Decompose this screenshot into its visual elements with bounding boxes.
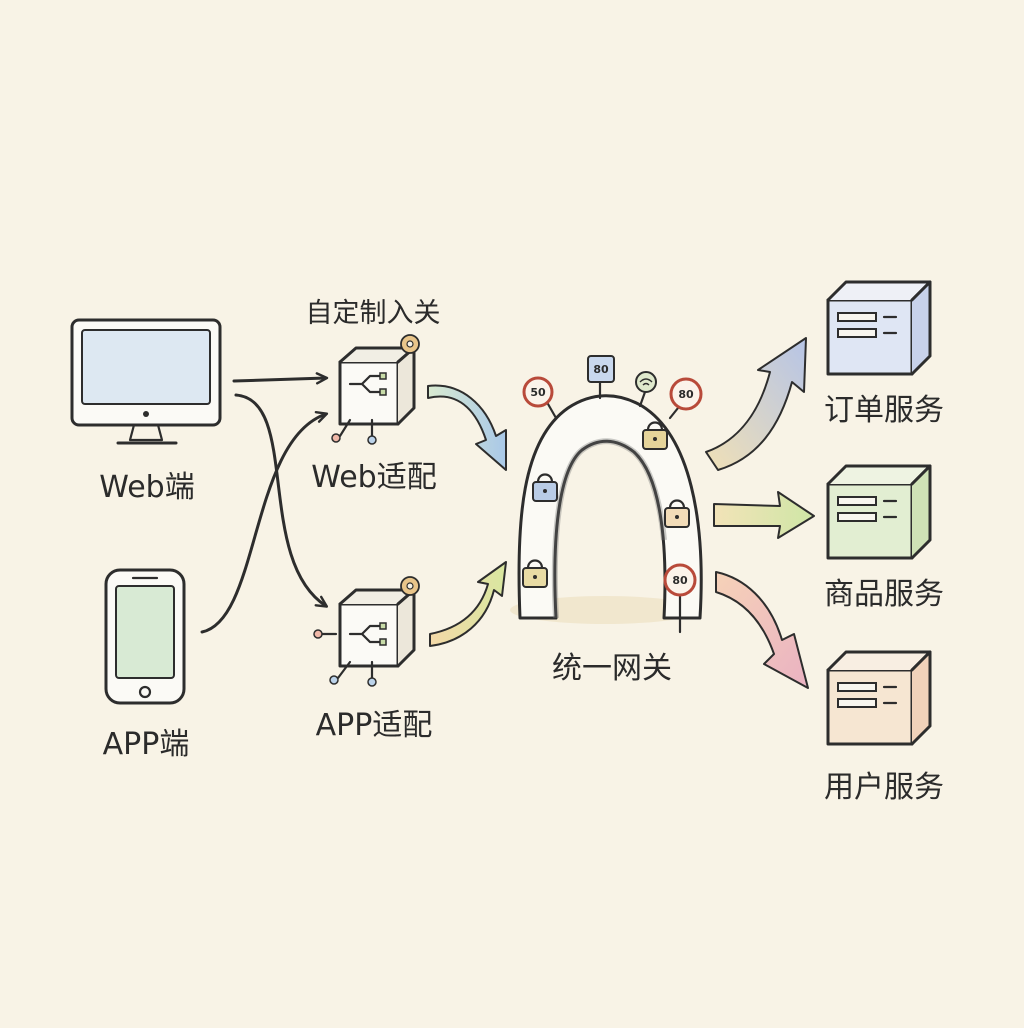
app-adapter: APP适配 (313, 576, 433, 743)
gateway-to-product-arrow (713, 491, 815, 539)
adapter-gateway-arrows (427, 384, 507, 647)
speed-sign-icon: 80 (587, 355, 615, 400)
app-client: APP端 (103, 568, 190, 762)
service-order: 订单服务 (824, 280, 944, 428)
web-client-label: Web端 (99, 470, 194, 505)
app-client-label: APP端 (103, 727, 190, 762)
app-to-web-adapter-arrow (200, 411, 329, 634)
web-to-web-adapter-arrow (232, 372, 329, 385)
gateway-to-order-arrow (705, 337, 807, 471)
web-client: Web端 (70, 318, 222, 505)
padlock-icon (664, 499, 690, 528)
server-icon (826, 464, 932, 560)
gateway: 50 80 80 80 (510, 355, 703, 686)
service-user: 用户服务 (824, 650, 944, 805)
speed-sign-icon: 80 (668, 377, 703, 420)
phone-icon (104, 568, 186, 705)
gateway-sign-3-text: 80 (678, 388, 694, 401)
order-service-label: 订单服务 (824, 393, 944, 428)
gateway-label: 统一网关 (552, 651, 672, 686)
adapter-cube-icon (313, 588, 416, 687)
web-to-app-adapter-arrow (234, 393, 329, 608)
wifi-sign-icon (635, 371, 657, 408)
monitor-icon (70, 318, 222, 445)
custom-gateway-label: 自定制入关 (306, 298, 441, 329)
gateway-sign-2-text: 80 (593, 363, 609, 376)
web-adapter: Web适配 (311, 334, 437, 495)
user-service-label: 用户服务 (824, 770, 944, 805)
speed-sign-icon: 80 (663, 563, 697, 634)
server-icon (826, 280, 932, 376)
adapter-cube-icon (331, 346, 416, 445)
gateway-service-arrows (705, 337, 815, 689)
app-adapter-label: APP适配 (316, 708, 433, 743)
app-adapter-to-gateway-arrow (429, 561, 507, 647)
product-service-label: 商品服务 (824, 577, 944, 612)
client-adapter-connections (200, 372, 329, 634)
gear-icon (400, 334, 420, 354)
gear-icon (400, 576, 420, 596)
padlock-icon (522, 559, 548, 588)
web-adapter-to-gateway-arrow (427, 384, 507, 471)
gateway-sign-1-text: 50 (530, 386, 546, 399)
padlock-icon (642, 421, 668, 450)
speed-sign-icon: 50 (522, 376, 558, 420)
web-adapter-label: Web适配 (311, 460, 436, 495)
gateway-arch-icon (510, 394, 703, 624)
gateway-to-user-arrow (715, 571, 809, 689)
padlock-icon (532, 473, 558, 502)
service-product: 商品服务 (824, 464, 944, 612)
server-icon (826, 650, 932, 746)
gateway-sign-4-text: 80 (672, 574, 688, 587)
